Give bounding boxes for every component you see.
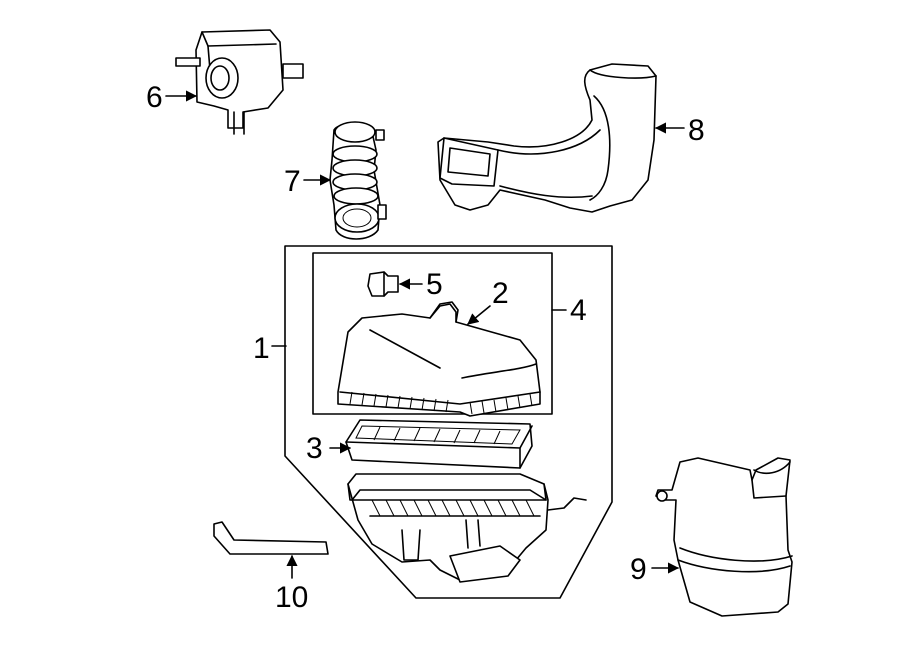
callout-labels: 1 2 3 4 5 6 7 8 9 10 xyxy=(146,81,705,614)
drain-hose-part xyxy=(213,521,329,555)
leader-2 xyxy=(467,305,491,325)
leader-lines xyxy=(165,90,685,579)
callout-1: 1 xyxy=(253,332,270,365)
intake-hose-part xyxy=(329,121,387,240)
callout-7: 7 xyxy=(284,165,301,198)
callout-3: 3 xyxy=(306,432,323,465)
lower-housing-part xyxy=(347,473,587,583)
callout-5: 5 xyxy=(426,268,443,301)
silencer-part xyxy=(655,457,793,617)
assembly-outline xyxy=(284,245,613,599)
filter-element-part xyxy=(345,419,533,469)
callout-10: 10 xyxy=(275,581,308,614)
callout-9: 9 xyxy=(630,553,647,586)
callout-4: 4 xyxy=(570,294,587,327)
cover-subassembly-box xyxy=(312,252,553,415)
callout-8: 8 xyxy=(688,114,705,147)
callout-6: 6 xyxy=(146,81,163,114)
upper-cover-part xyxy=(337,301,541,417)
callout-2: 2 xyxy=(492,277,509,310)
air-duct-part xyxy=(437,63,657,213)
resonator-part xyxy=(175,29,304,135)
sensor-plug-part xyxy=(367,271,399,297)
